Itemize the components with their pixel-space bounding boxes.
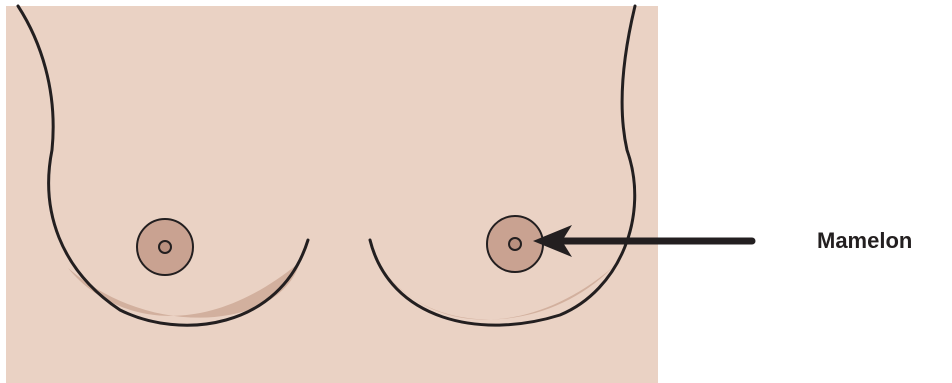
left-nipple: [159, 241, 171, 253]
mamelon-label: Mamelon: [817, 228, 912, 254]
right-nipple: [509, 238, 521, 250]
skin-background: [6, 6, 658, 383]
